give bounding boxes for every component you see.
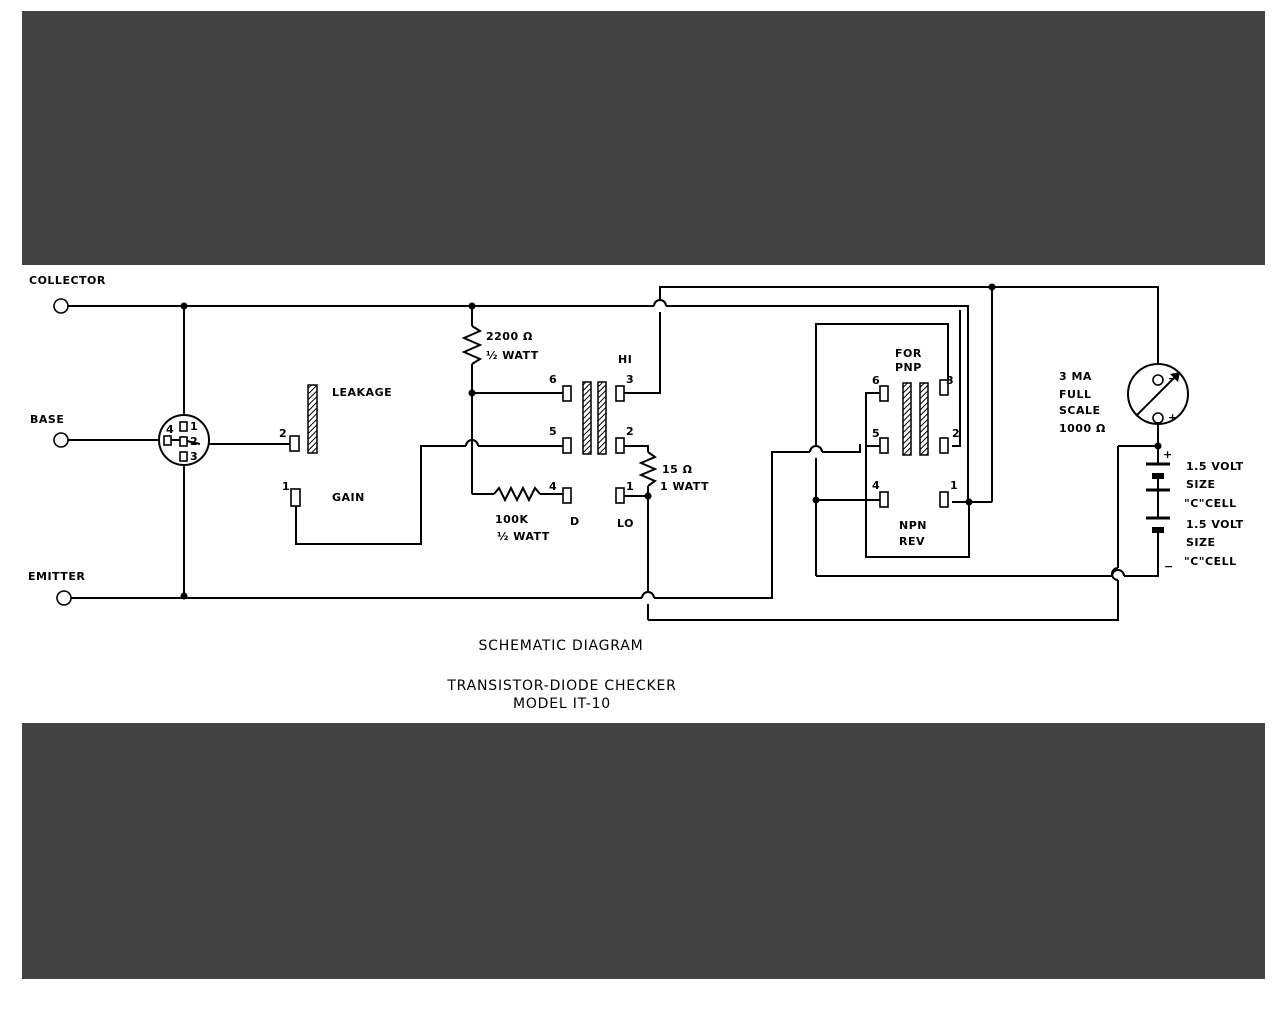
junction-dots	[180, 283, 1162, 600]
switch2-pin6: 6	[549, 373, 557, 386]
r15-value: 15 Ω	[662, 463, 693, 476]
battery2-voltage: 1.5 VOLT	[1186, 518, 1244, 531]
leakage-label: LEAKAGE	[332, 386, 392, 399]
battery1-voltage: 1.5 VOLT	[1186, 460, 1244, 473]
switch3-pin6: 6	[872, 374, 880, 387]
top-dark-band	[22, 11, 1265, 265]
model-caption: MODEL IT-10	[513, 696, 611, 712]
battery1-size: SIZE	[1186, 478, 1216, 491]
switch2-pin5: 5	[549, 425, 557, 438]
socket-pin-2: 2	[190, 435, 198, 448]
npn-label: NPN	[899, 519, 927, 532]
battery1-cell: "C"CELL	[1184, 497, 1237, 510]
batteries: + − 1.5 VOLT SIZE "C"CELL 1.5 VOLT SIZE …	[1146, 448, 1244, 573]
r2200-power: ½ WATT	[486, 349, 539, 362]
meter-line3: SCALE	[1059, 404, 1101, 417]
switch-rotor-icon	[307, 384, 318, 454]
meter-minus: −	[1168, 372, 1178, 385]
socket-pin-3: 3	[190, 450, 198, 463]
switch3-pin4: 4	[872, 479, 880, 492]
emitter-terminal-icon	[56, 590, 72, 606]
rev-label: REV	[899, 535, 925, 548]
r15-power: 1 WATT	[660, 480, 709, 493]
meter: − + 3 MA FULL SCALE 1000 Ω	[1059, 363, 1189, 435]
d-label: D	[570, 515, 580, 528]
meter-line1: 3 MA	[1059, 370, 1092, 383]
switch3-pin3: 3	[946, 374, 954, 387]
range-switch: 6 5 4 3 2 1 HI LO D	[549, 353, 634, 530]
battery-minus: −	[1164, 560, 1174, 573]
battery2-cell: "C"CELL	[1184, 555, 1237, 568]
gain-label: GAIN	[332, 491, 365, 504]
collector-terminal-icon	[53, 298, 69, 314]
battery2-size: SIZE	[1186, 536, 1216, 549]
switch3-pin1: 1	[950, 479, 958, 492]
socket-pin-1: 1	[190, 420, 198, 433]
battery-plus: +	[1163, 448, 1173, 461]
base-terminal-icon	[53, 432, 69, 448]
base-label: BASE	[30, 413, 64, 426]
polarity-switch: 6 5 4 3 2 1 FOR PNP NPN REV	[872, 347, 960, 548]
switch1-pos1-label: 1	[282, 480, 290, 493]
meter-line2: FULL	[1059, 388, 1091, 401]
meter-line4: 1000 Ω	[1059, 422, 1106, 435]
switch1-pos2-label: 2	[279, 427, 287, 440]
hi-label: HI	[618, 353, 632, 366]
wiring	[68, 286, 1159, 621]
collector-label: COLLECTOR	[29, 274, 106, 287]
switch2-pin3: 3	[626, 373, 634, 386]
schematic-caption: SCHEMATIC DIAGRAM	[478, 638, 643, 654]
switch3-pin2: 2	[952, 427, 960, 440]
socket-pin-4: 4	[166, 423, 174, 436]
pnp-label: PNP	[895, 361, 922, 374]
switch2-pin4: 4	[549, 480, 557, 493]
meter-plus: +	[1168, 411, 1178, 424]
switch2-pin2: 2	[626, 425, 634, 438]
switch2-pin1: 1	[626, 480, 634, 493]
emitter-label: EMITTER	[28, 570, 85, 583]
r100k-power: ½ WATT	[497, 530, 550, 543]
transistor-socket: 1 2 3 4	[158, 414, 210, 466]
lo-label: LO	[617, 517, 634, 530]
r100k-value: 100K	[495, 513, 529, 526]
leakage-gain-switch: 2 1 LEAKAGE GAIN	[279, 384, 392, 507]
for-label: FOR	[895, 347, 922, 360]
switch3-pin5: 5	[872, 427, 880, 440]
bottom-dark-band	[22, 723, 1265, 979]
r2200-value: 2200 Ω	[486, 330, 533, 343]
terminals: COLLECTOR BASE EMITTER	[28, 274, 106, 606]
device-title: TRANSISTOR-DIODE CHECKER	[446, 678, 676, 694]
